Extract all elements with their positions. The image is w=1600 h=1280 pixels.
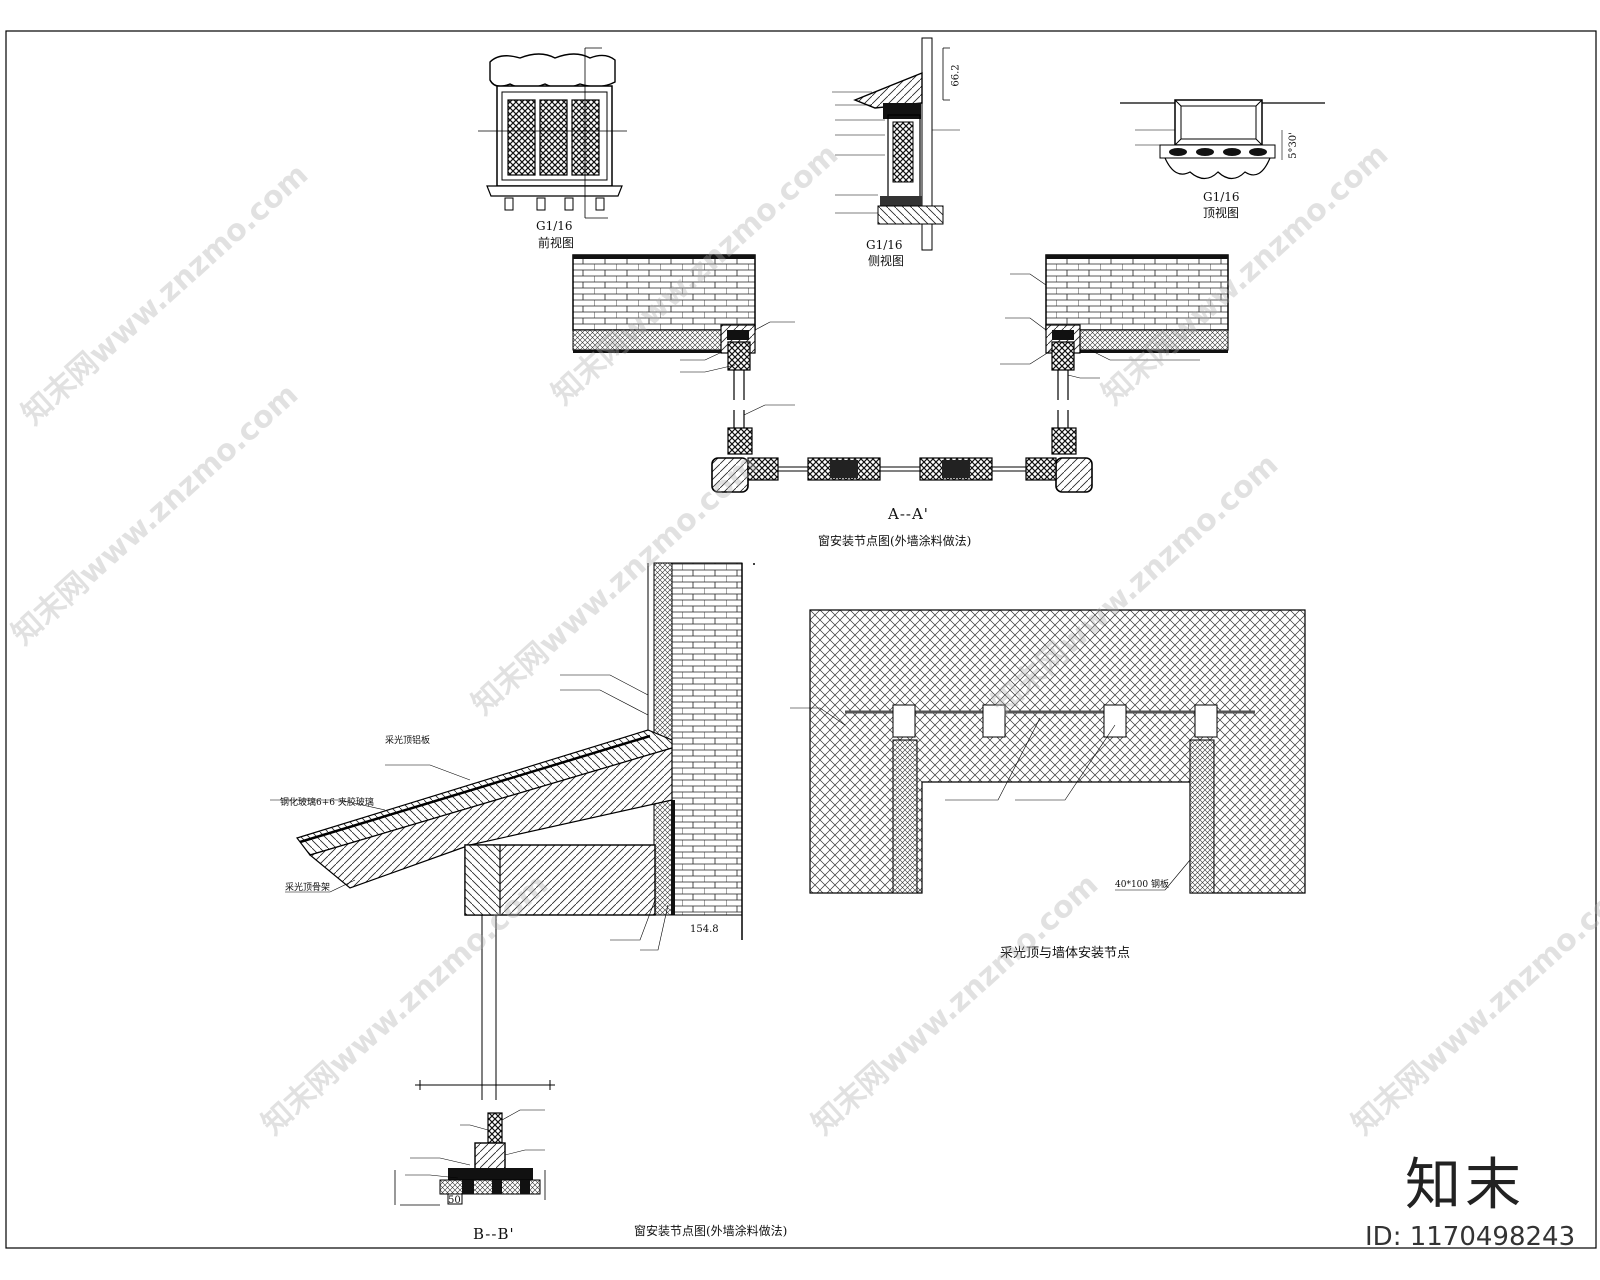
section-b-label-frame: 采光顶骨架 (285, 883, 331, 893)
section-b-sill (394, 1112, 546, 1206)
front-view-scale: G1/16 (536, 219, 573, 233)
section-b-label-glass: 钢化玻璃6+6 夹胶玻璃 (280, 798, 374, 808)
skylight-node (809, 609, 1306, 894)
top-view-name: 顶视图 (1203, 206, 1240, 220)
section-b-roof (295, 729, 673, 916)
section-a-left (572, 254, 756, 400)
section-a-caption: 窗安装节点图(外墙涂料做法) (818, 534, 972, 548)
skylight-leaders (790, 707, 1191, 891)
section-b-label-roof: 采光顶铝板 (385, 736, 431, 746)
section-b-title: B--B' (473, 1225, 515, 1243)
top-view (1120, 99, 1325, 180)
section-a-sash (711, 410, 1093, 493)
side-view-name: 侧视图 (868, 254, 905, 268)
section-b-dim-small: 50 (448, 1195, 461, 1206)
drawing-border (5, 30, 1597, 1249)
side-view-scale: G1/16 (866, 238, 903, 252)
top-view-dim: 5°30' (1287, 132, 1299, 159)
section-a-right (1045, 254, 1229, 400)
brand-logo: 知末 (1405, 1153, 1525, 1218)
section-a-title: A--A' (888, 505, 929, 523)
top-view-scale: G1/16 (1203, 190, 1240, 204)
side-view-dim: 66.2 (950, 64, 962, 87)
section-b-leaders (270, 674, 669, 1179)
skylight-caption: 采光顶与墙体安装节点 (1000, 946, 1131, 961)
side-view (832, 37, 960, 251)
front-view (478, 47, 627, 219)
front-view-name: 前视图 (538, 236, 575, 250)
section-a-leaders (680, 273, 1200, 416)
asset-id: ID: 1170498243 (1365, 1222, 1576, 1252)
section-b-post (415, 914, 743, 1100)
skylight-label-steel: 40*100 钢板 (1115, 880, 1169, 890)
section-b-caption: 窗安装节点图(外墙涂料做法) (634, 1224, 788, 1238)
section-b-dim: 154.8 (690, 924, 719, 935)
